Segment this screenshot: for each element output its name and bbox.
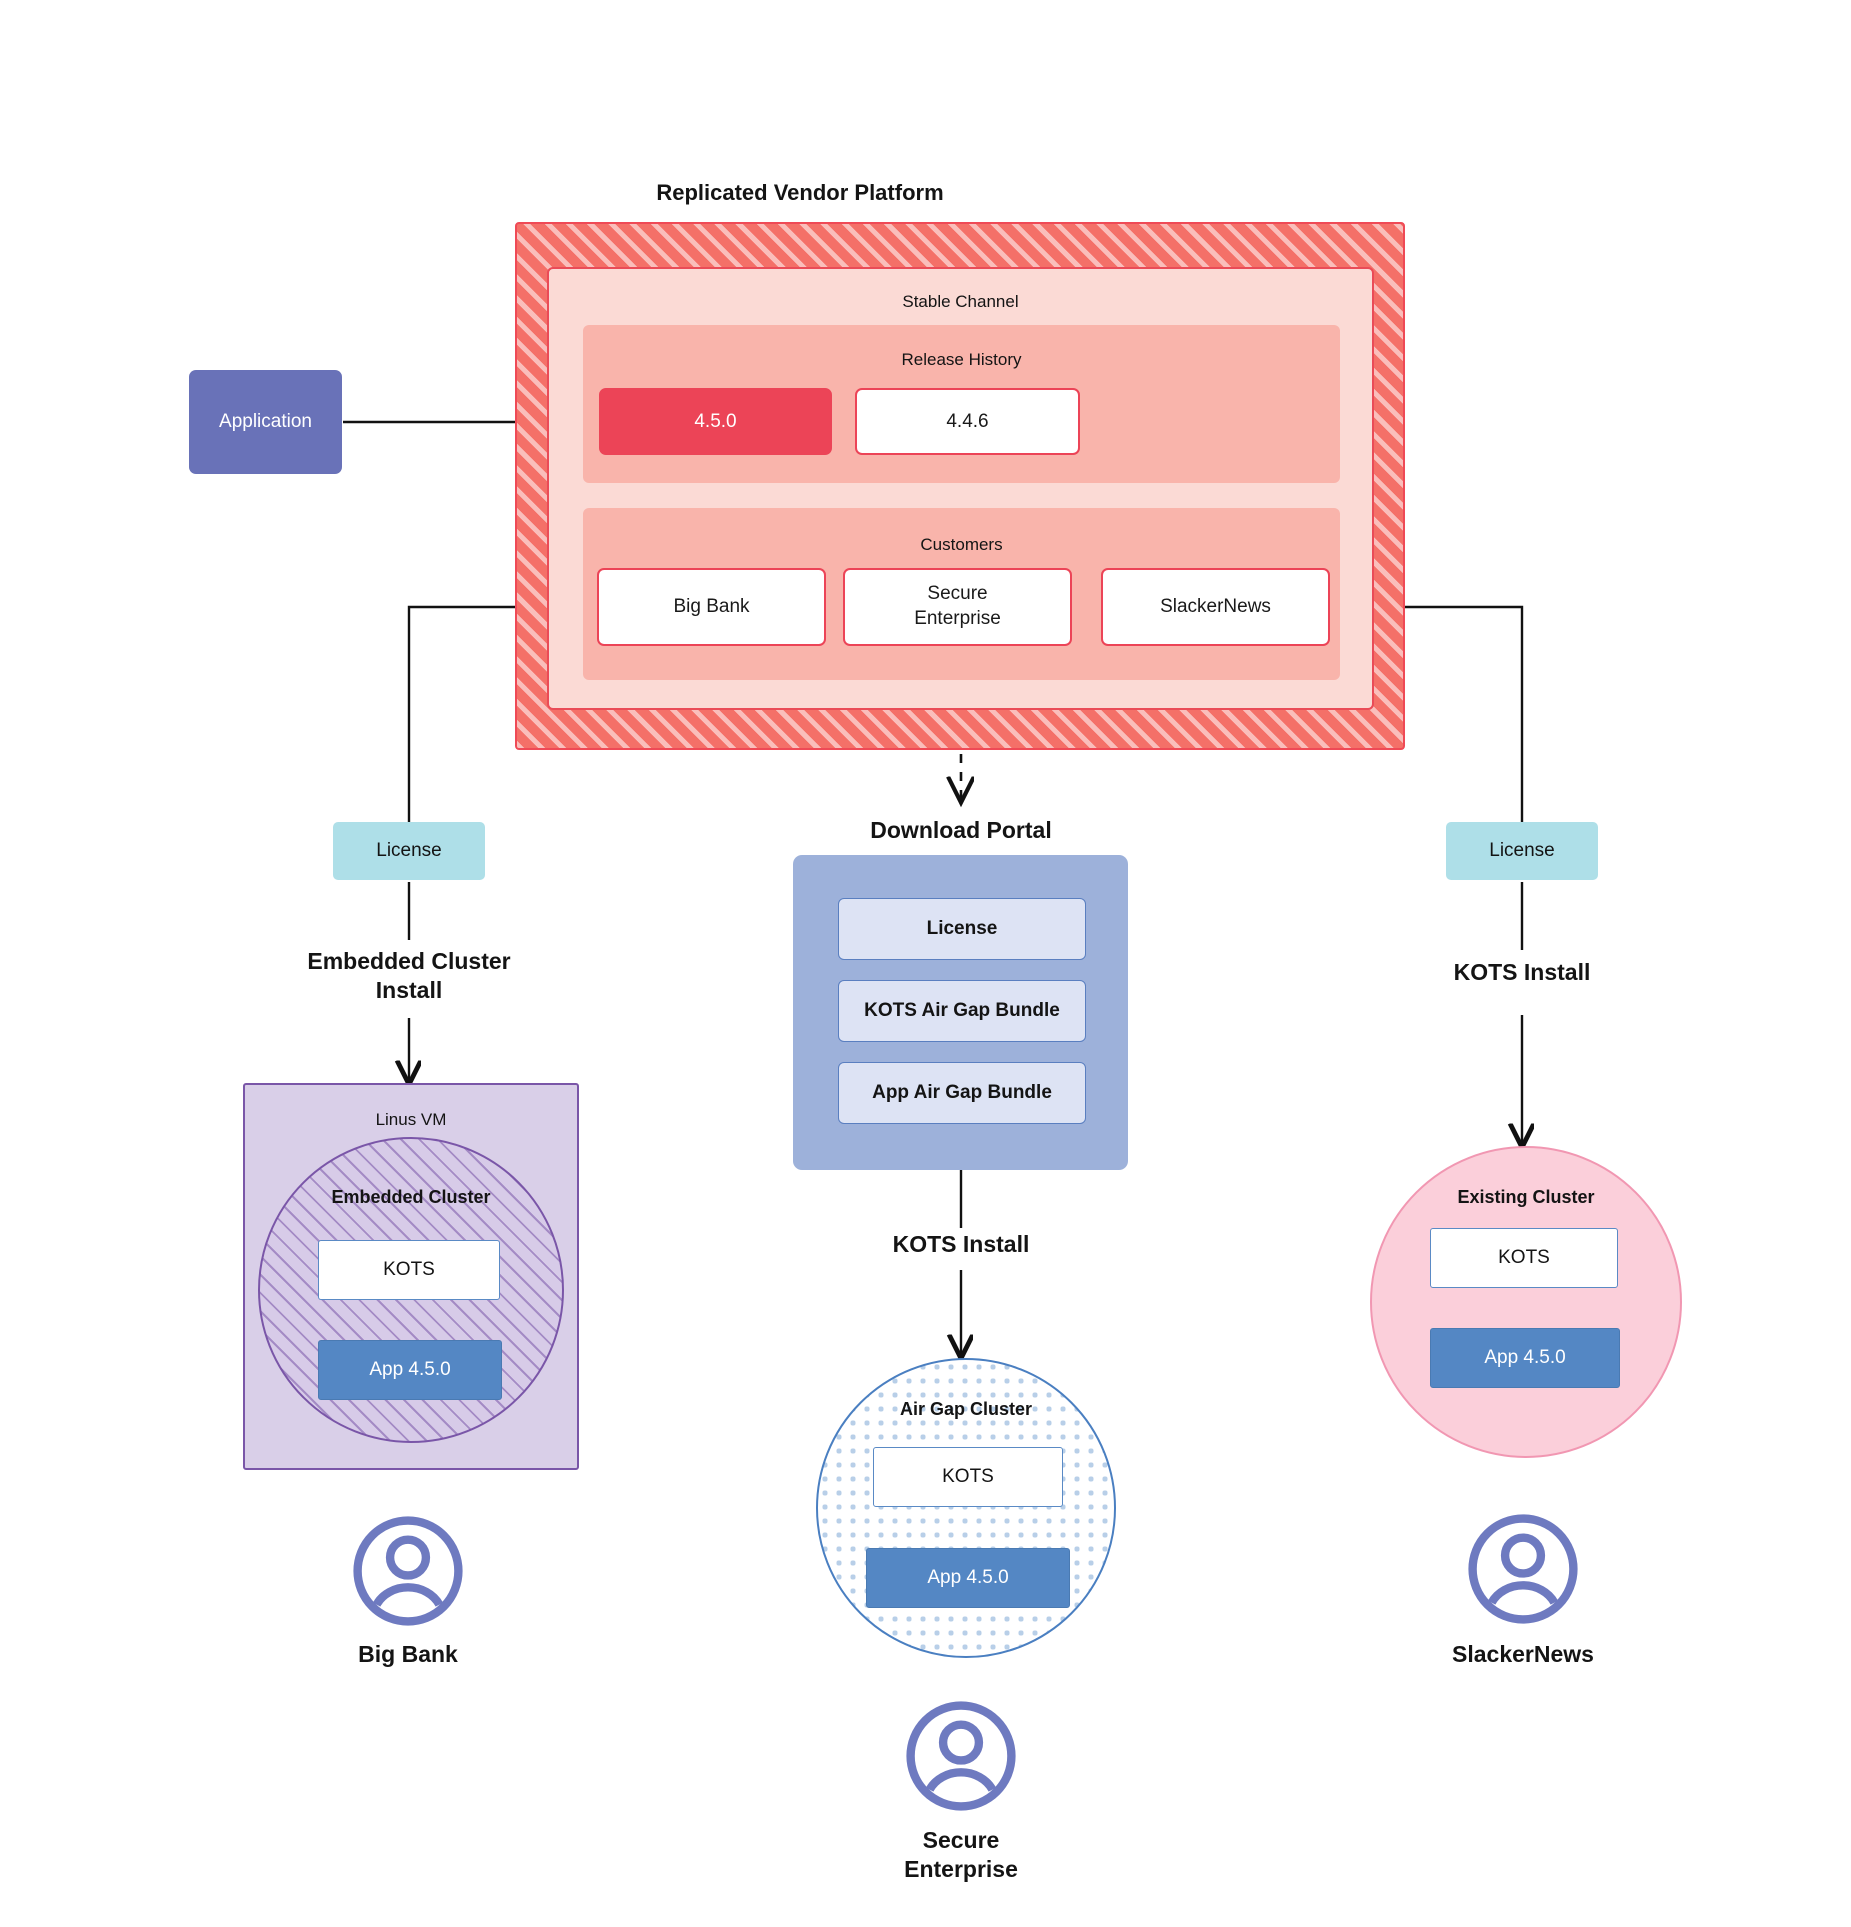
install-label-left: Embedded Cluster Install <box>307 947 511 1003</box>
kots-label: KOTS <box>942 1466 994 1487</box>
customer-chip-slackernews[interactable]: SlackerNews <box>1101 568 1330 646</box>
customer-chip-secure-enterprise[interactable]: Secure Enterprise <box>843 568 1072 646</box>
existing-cluster-label: Existing Cluster <box>1457 1186 1595 1207</box>
kots-label: KOTS <box>383 1259 435 1280</box>
end-user-label-slackernews: SlackerNews <box>1452 1641 1594 1668</box>
portal-item-app-air-gap-bundle[interactable]: App Air Gap Bundle <box>838 1062 1086 1124</box>
license-label: License <box>376 840 442 861</box>
license-label: License <box>1489 840 1555 861</box>
kots-box-left[interactable]: KOTS <box>318 1240 500 1300</box>
user-avatar-icon-big-bank <box>352 1515 464 1627</box>
application-box[interactable]: Application <box>189 370 342 474</box>
app-version-label: App 4.5.0 <box>369 1359 451 1380</box>
app-version-box-left[interactable]: App 4.5.0 <box>318 1340 502 1400</box>
release-version-current: 4.5.0 <box>694 410 737 432</box>
portal-item-label: App Air Gap Bundle <box>872 1082 1052 1103</box>
user-avatar-icon-secure-enterprise <box>905 1700 1017 1812</box>
air-gap-cluster-label: Air Gap Cluster <box>899 1398 1033 1419</box>
air-gap-cluster-circle <box>816 1358 1116 1658</box>
customer-name: SlackerNews <box>1160 595 1271 617</box>
release-chip-previous[interactable]: 4.4.6 <box>855 388 1080 455</box>
install-label-center: KOTS Install <box>892 1231 1030 1258</box>
linus-vm-label: Linus VM <box>375 1110 447 1129</box>
release-history-label: Release History <box>901 350 1022 369</box>
kots-label: KOTS <box>1498 1247 1550 1268</box>
license-chip-left[interactable]: License <box>333 822 485 880</box>
page-title: Replicated Vendor Platform <box>656 180 944 205</box>
download-portal-title: Download Portal <box>870 817 1052 844</box>
release-version-previous: 4.4.6 <box>946 410 989 432</box>
portal-item-license[interactable]: License <box>838 898 1086 960</box>
customers-label: Customers <box>920 535 1003 554</box>
release-chip-current[interactable]: 4.5.0 <box>599 388 832 455</box>
end-user-label-big-bank: Big Bank <box>358 1641 458 1668</box>
portal-item-kots-air-gap-bundle[interactable]: KOTS Air Gap Bundle <box>838 980 1086 1042</box>
existing-cluster-circle <box>1370 1146 1682 1458</box>
app-version-box-right[interactable]: App 4.5.0 <box>1430 1328 1620 1388</box>
customer-name: Secure Enterprise <box>914 583 1001 629</box>
kots-box-center[interactable]: KOTS <box>873 1447 1063 1507</box>
portal-item-label: License <box>926 918 998 939</box>
kots-box-right[interactable]: KOTS <box>1430 1228 1618 1288</box>
portal-item-label: KOTS Air Gap Bundle <box>864 1000 1060 1021</box>
application-label: Application <box>219 411 312 432</box>
app-version-label: App 4.5.0 <box>927 1567 1009 1588</box>
app-version-label: App 4.5.0 <box>1484 1347 1566 1368</box>
user-avatar-icon-slackernews <box>1467 1513 1579 1625</box>
embedded-cluster-label: Embedded Cluster <box>331 1186 491 1207</box>
app-version-box-center[interactable]: App 4.5.0 <box>866 1548 1070 1608</box>
customer-chip-big-bank[interactable]: Big Bank <box>597 568 826 646</box>
customer-name: Big Bank <box>673 595 750 617</box>
install-label-right: KOTS Install <box>1453 959 1591 986</box>
license-chip-right[interactable]: License <box>1446 822 1598 880</box>
end-user-label-secure-enterprise: Secure Enterprise <box>904 1826 1018 1882</box>
stable-channel-label: Stable Channel <box>902 292 1019 311</box>
